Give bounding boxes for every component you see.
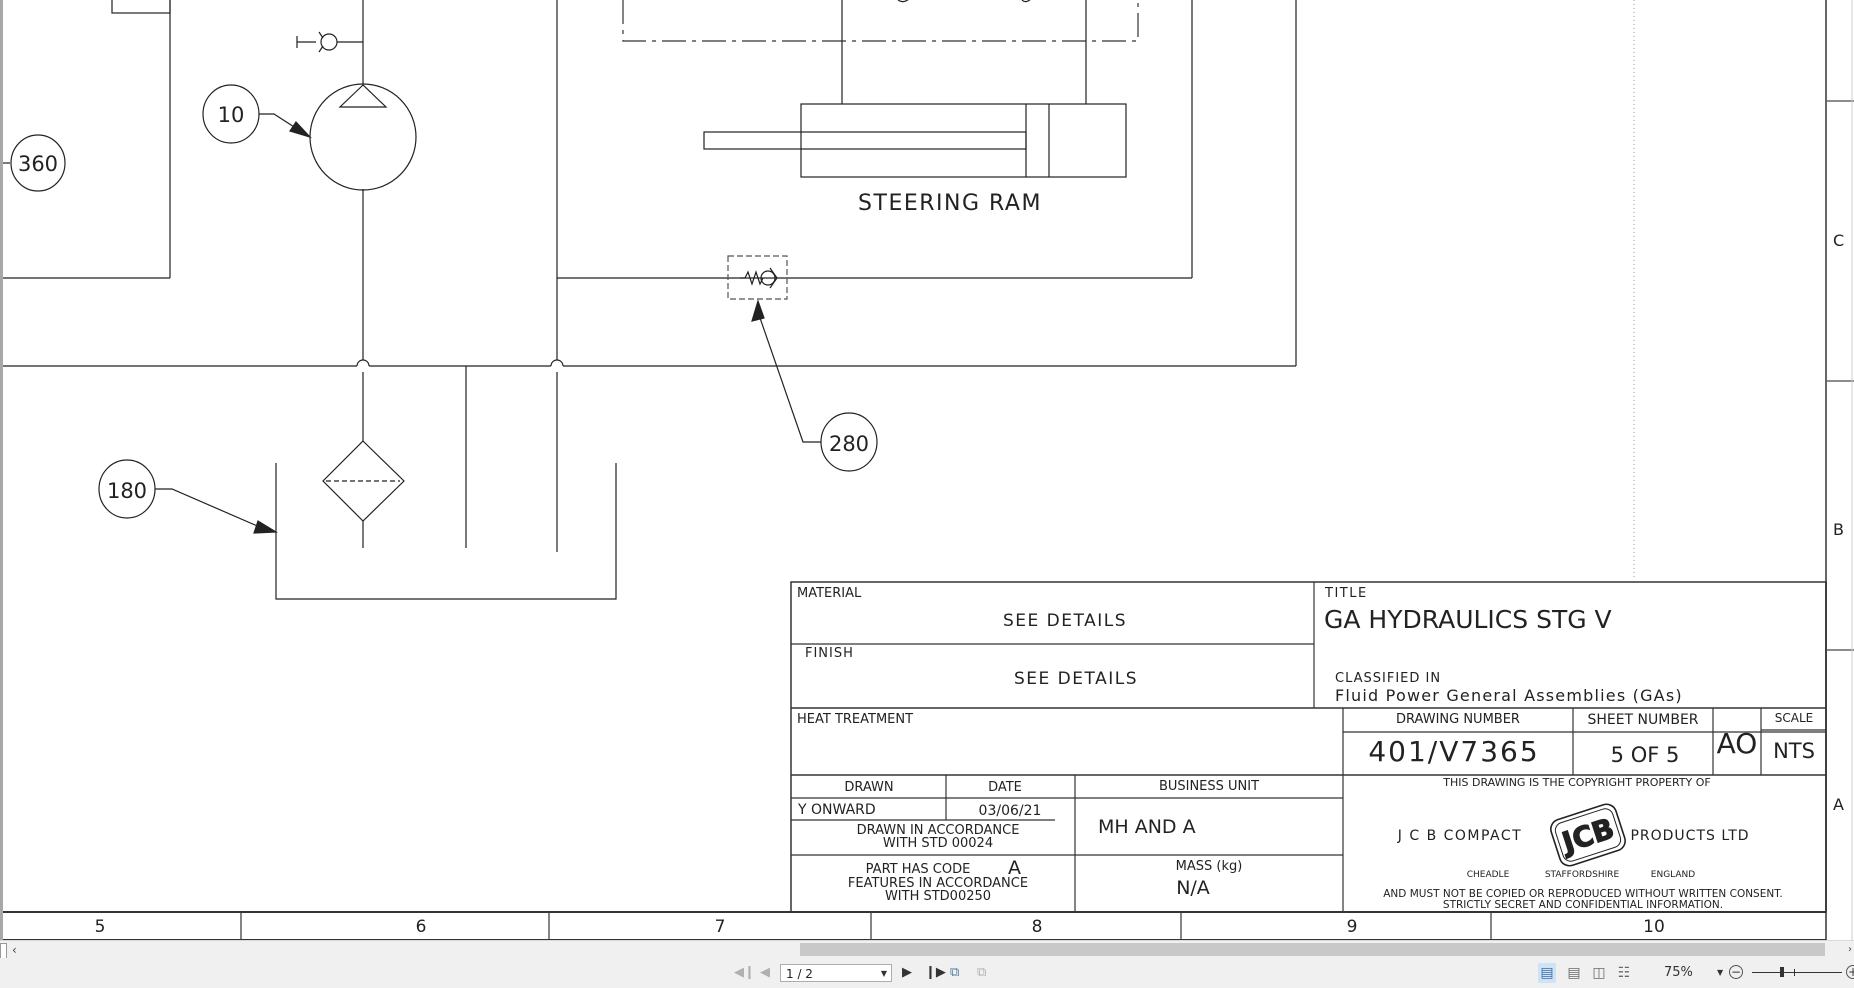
- zoom-level[interactable]: 75%: [1664, 965, 1693, 980]
- zoom-out-icon[interactable]: −: [1729, 965, 1743, 979]
- scale-value: NTS: [1773, 739, 1815, 763]
- zone-col-5: 5: [95, 917, 106, 937]
- std-line-2: WITH STD 00024: [883, 836, 993, 851]
- std-line-1: DRAWN IN ACCORDANCE: [857, 823, 1020, 838]
- svg-text:180: 180: [107, 479, 147, 503]
- drawing-number-label: DRAWING NUMBER: [1396, 712, 1520, 727]
- first-page-icon[interactable]: ◀❙: [734, 965, 755, 980]
- svg-text:10: 10: [218, 103, 245, 127]
- zone-col-7: 7: [715, 917, 726, 937]
- next-page-icon[interactable]: ▶: [902, 965, 912, 980]
- company-left: J C B COMPACT: [1397, 828, 1522, 844]
- svg-text:280: 280: [829, 432, 869, 456]
- sheet-size: AO: [1717, 727, 1758, 760]
- previous-view-icon[interactable]: ⧉: [950, 965, 960, 980]
- zone-row-b: B: [1833, 520, 1844, 539]
- material-label: MATERIAL: [797, 586, 862, 601]
- zone-row-a: A: [1833, 795, 1844, 814]
- drawn-label: DRAWN: [844, 780, 893, 795]
- business-unit-label: BUSINESS UNIT: [1159, 779, 1259, 794]
- zone-col-10: 10: [1643, 917, 1665, 937]
- drawing-title: GA HYDRAULICS STG V: [1324, 605, 1612, 634]
- zoom-slider-tick: [1794, 969, 1795, 976]
- next-view-icon[interactable]: ⧉: [977, 965, 987, 980]
- zone-row-c: C: [1833, 231, 1844, 250]
- zone-col-8: 8: [1032, 917, 1043, 937]
- check-valve-symbol: [727, 255, 788, 300]
- business-unit-value: MH AND A: [1098, 816, 1196, 838]
- balloon-10: 10: [202, 84, 312, 144]
- title-block: [0, 581, 1827, 940]
- zoom-dropdown-icon[interactable]: ▼: [1717, 968, 1724, 977]
- scale-label: SCALE: [1775, 711, 1813, 725]
- page-number-value: 1 / 2: [786, 967, 813, 981]
- steering-ram-symbol: [703, 103, 1127, 178]
- heat-treatment-label: HEAT TREATMENT: [797, 712, 913, 727]
- tank-symbol: [275, 463, 617, 600]
- part-code-line-1: PART HAS CODE: [866, 862, 971, 877]
- part-code-line-2: FEATURES IN ACCORDANCE: [848, 876, 1028, 891]
- drawn-by: Y ONWARD: [797, 802, 876, 818]
- zone-col-9: 9: [1347, 917, 1358, 937]
- single-page-view-icon[interactable]: ▤: [1538, 963, 1556, 983]
- location-cheadle: CHEADLE: [1467, 870, 1510, 880]
- continuous-view-icon[interactable]: ▤: [1567, 965, 1581, 981]
- chevron-down-icon[interactable]: ▼: [880, 969, 887, 978]
- material-value: SEE DETAILS: [1003, 611, 1127, 631]
- drawing-number: 401/V7365: [1368, 735, 1539, 768]
- mass-label: MASS (kg): [1176, 859, 1243, 874]
- balloon-280: 280: [751, 299, 878, 472]
- classified-label: CLASSIFIED IN: [1335, 671, 1441, 686]
- location-england: ENGLAND: [1651, 870, 1696, 880]
- mass-value: N/A: [1176, 877, 1210, 899]
- part-code-line-3: WITH STD00250: [885, 889, 991, 904]
- page-number-input[interactable]: 1 / 2 ▼: [780, 964, 892, 982]
- scroll-left-icon[interactable]: ‹: [12, 943, 17, 957]
- date-label: DATE: [988, 780, 1022, 795]
- classified-value: Fluid Power General Assemblies (GAs): [1335, 686, 1683, 705]
- finish-value: SEE DETAILS: [1014, 669, 1138, 689]
- left-panel-edge: [0, 0, 3, 940]
- notice-line-1: AND MUST NOT BE COPIED OR REPRODUCED WIT…: [1383, 888, 1782, 900]
- sheet-number: 5 OF 5: [1611, 743, 1680, 767]
- notice-line-2: STRICTLY SECRET AND CONFIDENTIAL INFORMA…: [1443, 899, 1723, 911]
- document-viewport[interactable]: C B A 360 10: [0, 0, 1854, 940]
- horizontal-scrollbar[interactable]: ‹ ›: [0, 940, 1854, 959]
- hydraulic-schematic: C B A 360 10: [0, 0, 1854, 940]
- scroll-right-icon[interactable]: ›: [1848, 944, 1852, 955]
- copyright-line: THIS DRAWING IS THE COPYRIGHT PROPERTY O…: [1442, 776, 1710, 789]
- filter-symbol: [322, 440, 405, 522]
- scroll-corner: [0, 943, 7, 959]
- zoom-slider[interactable]: [1752, 972, 1842, 973]
- svg-text:360: 360: [18, 152, 58, 176]
- zoom-slider-thumb[interactable]: [1780, 967, 1784, 977]
- drawn-date: 03/06/21: [979, 803, 1042, 819]
- pump-symbol: [309, 83, 417, 191]
- steering-ram-label: STEERING RAM: [858, 191, 1042, 216]
- two-page-continuous-view-icon[interactable]: ☷: [1617, 965, 1631, 981]
- viewer-toolbar: ◀❙ ◀ 1 / 2 ▼ ▶ ❙▶ ⧉ ⧉ ▤ ▤ ◫ ☷ 75% ▼ − +: [0, 958, 1854, 988]
- location-staffordshire: STAFFORDSHIRE: [1545, 870, 1620, 880]
- prev-page-icon[interactable]: ◀: [760, 965, 770, 980]
- part-code-value: A: [1008, 857, 1021, 879]
- balloon-360: 360: [3, 134, 66, 192]
- two-page-view-icon[interactable]: ◫: [1592, 965, 1606, 981]
- title-label: TITLE: [1324, 586, 1368, 601]
- company-right: PRODUCTS LTD: [1630, 828, 1749, 844]
- balloon-180: 180: [98, 459, 278, 534]
- zoom-in-icon[interactable]: +: [1846, 965, 1854, 979]
- sheet-number-label: SHEET NUMBER: [1587, 712, 1698, 728]
- finish-label: FINISH: [805, 646, 854, 661]
- jcb-logo-icon: JCB: [1550, 803, 1626, 867]
- zone-col-6: 6: [416, 917, 427, 937]
- scrollbar-thumb[interactable]: [800, 943, 1825, 956]
- last-page-icon[interactable]: ❙▶: [925, 965, 946, 980]
